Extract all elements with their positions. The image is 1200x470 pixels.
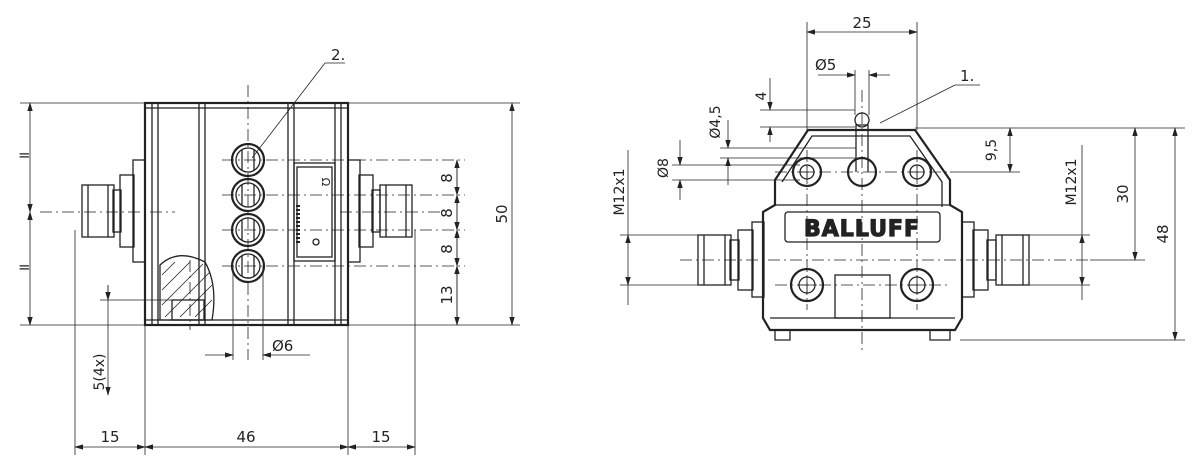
dim-equal-bottom: = bbox=[18, 258, 31, 276]
dim-hole-small: Ø4,5 bbox=[708, 105, 724, 138]
dim-connector-left-15: 15 bbox=[100, 428, 119, 446]
dim-roller-offset: 4 bbox=[754, 91, 770, 100]
connector-right bbox=[347, 159, 413, 263]
label-window: Ω bbox=[293, 162, 336, 262]
svg-text:Ω: Ω bbox=[319, 178, 332, 186]
dim-equal-top: = bbox=[18, 146, 31, 164]
dim-connector-right-15: 15 bbox=[371, 428, 390, 446]
dim-9-5: 9,5 bbox=[984, 139, 1000, 161]
side-connector-left bbox=[697, 221, 765, 298]
dim-connector-left-thread: M12x1 bbox=[612, 168, 628, 215]
section-cutaway bbox=[159, 255, 215, 321]
dim-mount-hole: 5(4x) bbox=[92, 353, 108, 390]
brand-logo: BALLUFF bbox=[804, 217, 920, 242]
callout-1-label: 1. bbox=[960, 67, 974, 85]
housing bbox=[761, 128, 964, 332]
dim-top-width-25: 25 bbox=[852, 14, 871, 32]
dim-pitch-2: 8 bbox=[438, 208, 456, 218]
dim-30: 30 bbox=[1114, 184, 1132, 203]
dim-hole-large: Ø8 bbox=[656, 158, 672, 178]
dim-pitch-1: 8 bbox=[438, 173, 456, 183]
side-connector-right bbox=[961, 221, 1030, 298]
front-view: Ω bbox=[18, 46, 520, 455]
dim-roller-dia: Ø5 bbox=[815, 56, 836, 74]
dim-height-50: 50 bbox=[493, 204, 511, 223]
dim-bottom-13: 13 bbox=[438, 285, 456, 304]
dim-width-46: 46 bbox=[236, 428, 255, 446]
callout-2-label: 2. bbox=[331, 46, 345, 64]
dim-plunger-dia: Ø6 bbox=[272, 337, 293, 355]
dim-connector-right-thread: M12x1 bbox=[1064, 158, 1080, 205]
dim-48: 48 bbox=[1154, 224, 1172, 243]
connector-left bbox=[81, 159, 146, 263]
side-view: BALLUFF bbox=[612, 14, 1185, 350]
dim-pitch-3: 8 bbox=[438, 244, 456, 254]
